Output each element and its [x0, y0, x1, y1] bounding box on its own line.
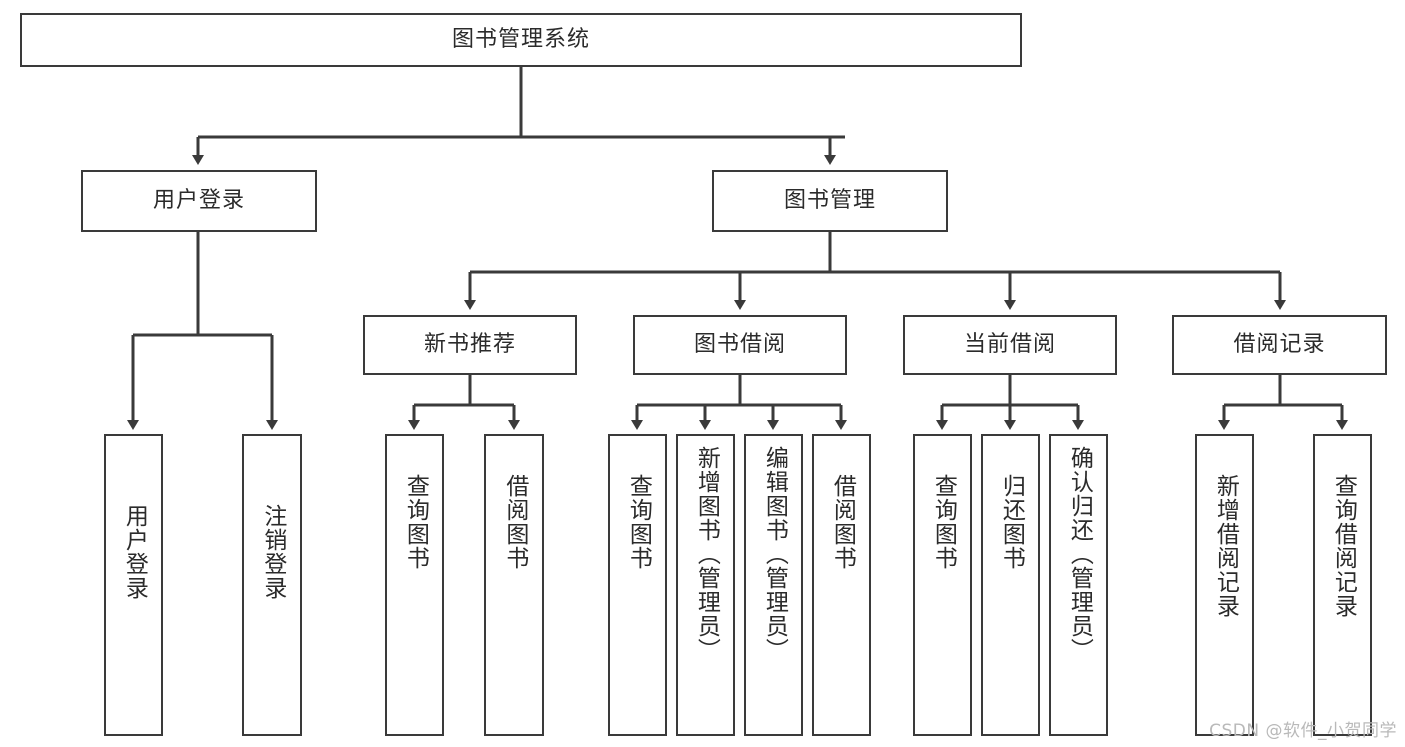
node-user-login-label: 用户登录 — [152, 187, 245, 213]
leaf-edit-book[interactable]: 编辑图书（管理员） — [744, 434, 803, 736]
leaf-add-record-label: 新增借阅记录 — [1212, 474, 1239, 618]
leaf-user-login[interactable]: 用户登录 — [104, 434, 163, 736]
leaf-add-record[interactable]: 新增借阅记录 — [1195, 434, 1254, 736]
node-root-label: 图书管理系统 — [451, 26, 590, 52]
leaf-return-book-label: 归还图书 — [998, 474, 1025, 570]
leaf-query-record-label: 查询借阅记录 — [1330, 474, 1357, 618]
leaf-query-book-1[interactable]: 查询图书 — [385, 434, 444, 736]
leaf-edit-book-label: 编辑图书（管理员） — [761, 446, 788, 662]
csdn-watermark: CSDN @软件_小贺同学 — [1209, 721, 1397, 741]
leaf-borrow-book-1-label: 借阅图书 — [501, 474, 528, 570]
node-new-book-rec-label: 新书推荐 — [423, 331, 516, 357]
node-current-borrow[interactable]: 当前借阅 — [903, 315, 1117, 375]
leaf-query-book-1-label: 查询图书 — [402, 474, 429, 570]
leaf-borrow-book-2[interactable]: 借阅图书 — [812, 434, 871, 736]
leaf-query-record[interactable]: 查询借阅记录 — [1313, 434, 1372, 736]
leaf-borrow-book-2-label: 借阅图书 — [829, 474, 856, 570]
node-book-borrow-label: 图书借阅 — [693, 331, 786, 357]
node-new-book-rec[interactable]: 新书推荐 — [363, 315, 577, 375]
leaf-user-login-label: 用户登录 — [121, 504, 148, 600]
leaf-logout-label: 注销登录 — [259, 504, 286, 600]
leaf-query-book-2[interactable]: 查询图书 — [608, 434, 667, 736]
leaf-confirm-return[interactable]: 确认归还（管理员） — [1049, 434, 1108, 736]
node-borrow-record[interactable]: 借阅记录 — [1172, 315, 1387, 375]
leaf-logout[interactable]: 注销登录 — [242, 434, 302, 736]
leaf-add-book-label: 新增图书（管理员） — [693, 446, 720, 662]
node-book-manage-label: 图书管理 — [783, 187, 876, 213]
leaf-query-book-3-label: 查询图书 — [930, 474, 957, 570]
leaf-query-book-2-label: 查询图书 — [625, 474, 652, 570]
node-user-login[interactable]: 用户登录 — [81, 170, 317, 232]
node-borrow-record-label: 借阅记录 — [1233, 331, 1326, 357]
node-book-borrow[interactable]: 图书借阅 — [633, 315, 847, 375]
leaf-borrow-book-1[interactable]: 借阅图书 — [484, 434, 544, 736]
leaf-confirm-return-label: 确认归还（管理员） — [1066, 446, 1093, 662]
node-root[interactable]: 图书管理系统 — [20, 13, 1022, 67]
leaf-add-book[interactable]: 新增图书（管理员） — [676, 434, 735, 736]
node-book-manage[interactable]: 图书管理 — [712, 170, 948, 232]
leaf-query-book-3[interactable]: 查询图书 — [913, 434, 972, 736]
node-current-borrow-label: 当前借阅 — [963, 331, 1056, 357]
leaf-return-book[interactable]: 归还图书 — [981, 434, 1040, 736]
